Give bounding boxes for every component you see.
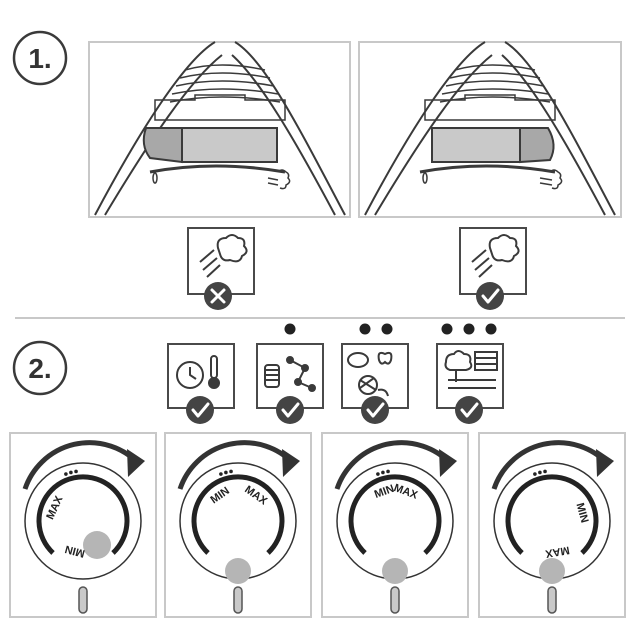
dial-indicator [83, 531, 111, 559]
cotton-linen-icon [444, 350, 498, 389]
fabric-icon-3 [341, 323, 409, 424]
setting-dot [64, 472, 68, 476]
step1-panel-left [88, 41, 351, 218]
arrow-head-icon [596, 449, 614, 477]
steam-puff-left [267, 169, 291, 190]
setting-dot [538, 470, 542, 475]
setting-dot [219, 472, 223, 476]
temp-dot [463, 323, 475, 335]
cross-icon [210, 288, 226, 304]
step-1-badge: 1. [12, 30, 68, 86]
rotation-arrow [334, 440, 452, 490]
dial-indicator [382, 558, 408, 584]
setting-dot [381, 470, 385, 475]
dial-scale-arc [505, 474, 599, 555]
dial-max-label: MAX [544, 543, 571, 559]
setting-dot [74, 469, 78, 474]
dial-panel-4: MAX MIN [478, 432, 626, 618]
fabric-icon-4 [436, 323, 504, 424]
temperature-knob-left [142, 127, 278, 164]
steam-icon-check [459, 227, 527, 310]
rotation-arrow [177, 440, 295, 490]
check-icon [191, 402, 210, 418]
temp-dot [284, 323, 296, 335]
iron-soleplate-illustration-right [364, 41, 616, 216]
step-1-number: 1. [28, 43, 51, 74]
setting-dot [376, 472, 380, 476]
setting-dot [386, 469, 390, 474]
dial-pointer-handle [233, 586, 243, 614]
check-icon [460, 402, 479, 418]
dial-pointer-handle [78, 586, 88, 614]
setting-dot [229, 469, 233, 474]
steam-icon-cross [187, 227, 255, 310]
temp-dot [485, 323, 497, 335]
iron-soleplate-illustration-left [94, 41, 346, 216]
fabric-icon-2 [256, 323, 324, 424]
steam-icon [471, 234, 520, 278]
arrow-head-icon [282, 449, 300, 477]
clock-thermometer-icon [176, 355, 220, 389]
arrow-head-icon [127, 449, 145, 477]
thread-molecule-icon [264, 356, 316, 392]
temp-dot [381, 323, 393, 335]
check-icon [481, 288, 500, 304]
dial-pointer-handle [547, 586, 557, 614]
dial-pointer-handle [390, 586, 400, 614]
steam-icon [199, 234, 248, 278]
temperature-knob-right [431, 127, 555, 164]
dial-scale-arc [348, 474, 442, 555]
dial-min-label: MIN [64, 543, 87, 560]
rotation-arrow [22, 440, 140, 490]
temperature-dial[interactable] [24, 462, 142, 580]
dial-indicator [225, 558, 251, 584]
check-icon [366, 402, 385, 418]
temp-dot [441, 323, 453, 335]
dial-min-label: MIN [574, 502, 591, 525]
step-2-number: 2. [28, 353, 51, 384]
fabric-icon-1 [167, 343, 235, 424]
check-icon [281, 402, 300, 418]
setting-dot [69, 470, 73, 475]
rotation-arrow [491, 440, 609, 490]
dial-scale-arc [36, 474, 130, 555]
setting-dot [224, 470, 228, 475]
steam-puff-right [539, 169, 563, 190]
dial-scale-arc [191, 474, 285, 555]
sheep-butterfly-yarn-icon [347, 351, 393, 397]
setting-dot [543, 469, 547, 474]
step1-panel-right [358, 41, 622, 218]
temp-dot [359, 323, 371, 335]
arrow-head-icon [439, 449, 457, 477]
step-2-badge: 2. [12, 340, 68, 396]
dial-indicator [539, 558, 565, 584]
setting-dot [533, 472, 537, 476]
